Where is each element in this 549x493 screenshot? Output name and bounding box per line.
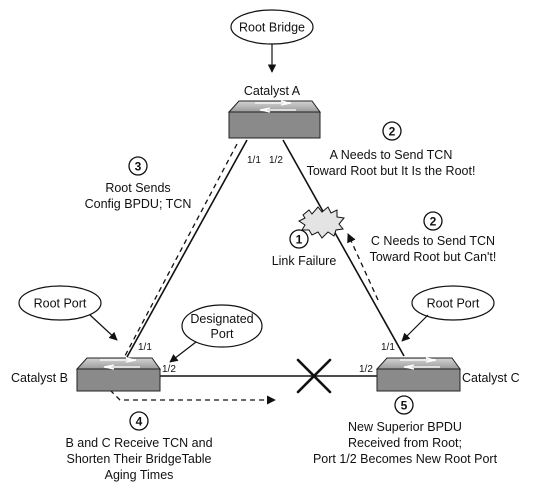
step-2c-text-line1: C Needs to Send TCN xyxy=(371,234,495,248)
step-3-text-line1: Root Sends xyxy=(105,181,170,195)
root-port-c-callout xyxy=(411,285,495,321)
port-b-1-2: 1/2 xyxy=(162,364,176,375)
switch-icon-catalyst-a xyxy=(227,100,321,139)
step-5-number: 5 xyxy=(401,399,408,413)
step-3-text-line2: Config BPDU; TCN xyxy=(85,197,192,211)
catalyst-c-label: Catalyst C xyxy=(462,371,520,385)
root-port-c-arrow xyxy=(401,314,429,342)
link-break-icon xyxy=(296,358,332,394)
step-3-number: 3 xyxy=(135,160,142,174)
root-port-b-label: Root Port xyxy=(34,297,87,311)
root-bridge-label: Root Bridge xyxy=(239,21,305,35)
port-a-1-2: 1/2 xyxy=(269,155,283,166)
port-c-1-2: 1/2 xyxy=(359,364,373,375)
port-a-1-1: 1/1 xyxy=(247,155,261,166)
tcn-path-a-to-b xyxy=(107,143,276,405)
designated-port-arrow xyxy=(169,341,197,363)
step-5-text-line1: New Superior BPDU xyxy=(348,420,462,434)
port-b-1-1: 1/1 xyxy=(138,342,152,353)
step-4-badge xyxy=(129,411,149,431)
link-failure-burst-icon xyxy=(298,206,345,239)
designated-port-label-line2: Port xyxy=(211,327,234,341)
root-port-b-callout xyxy=(18,285,102,321)
step-4-text-line1: B and C Receive TCN and xyxy=(65,436,212,450)
step-1-number: 1 xyxy=(296,233,303,247)
step-3-badge xyxy=(128,156,148,176)
switch-icon-catalyst-c xyxy=(375,357,461,392)
designated-port-label-line1: Designated xyxy=(190,312,253,326)
designated-port-callout xyxy=(181,304,263,348)
step-2a-number: 2 xyxy=(389,125,396,139)
link-a-c xyxy=(282,139,405,357)
step-2a-text-line1: A Needs to Send TCN xyxy=(330,148,453,162)
step-4-text-line2: Shorten Their BridgeTable xyxy=(67,452,212,466)
step-2a-badge xyxy=(382,121,402,141)
catalyst-a-label: Catalyst A xyxy=(244,84,301,98)
root-port-b-arrow xyxy=(89,314,118,341)
step-1-badge xyxy=(289,229,309,249)
step-2c-text-line2: Toward Root but Can't! xyxy=(370,250,497,264)
link-a-b xyxy=(126,139,248,358)
step-4-number: 4 xyxy=(136,415,143,429)
step-2c-badge xyxy=(423,211,443,231)
step-5-text-line3: Port 1/2 Becomes New Root Port xyxy=(313,452,498,466)
port-c-1-1: 1/1 xyxy=(381,342,395,353)
root-port-c-label: Root Port xyxy=(427,297,480,311)
step-2a-text-line2: Toward Root but It Is the Root! xyxy=(307,164,476,178)
step-5-badge xyxy=(394,395,414,415)
step-4-text-line3: Aging Times xyxy=(105,468,174,482)
switch-icon-catalyst-b xyxy=(75,357,161,392)
catalyst-b-label: Catalyst B xyxy=(11,371,68,385)
step-5-text-line2: Received from Root; xyxy=(348,436,462,450)
step-2c-number: 2 xyxy=(430,215,437,229)
tcn-arrow-c-to-a xyxy=(347,233,379,301)
step-1-text: Link Failure xyxy=(272,254,337,268)
